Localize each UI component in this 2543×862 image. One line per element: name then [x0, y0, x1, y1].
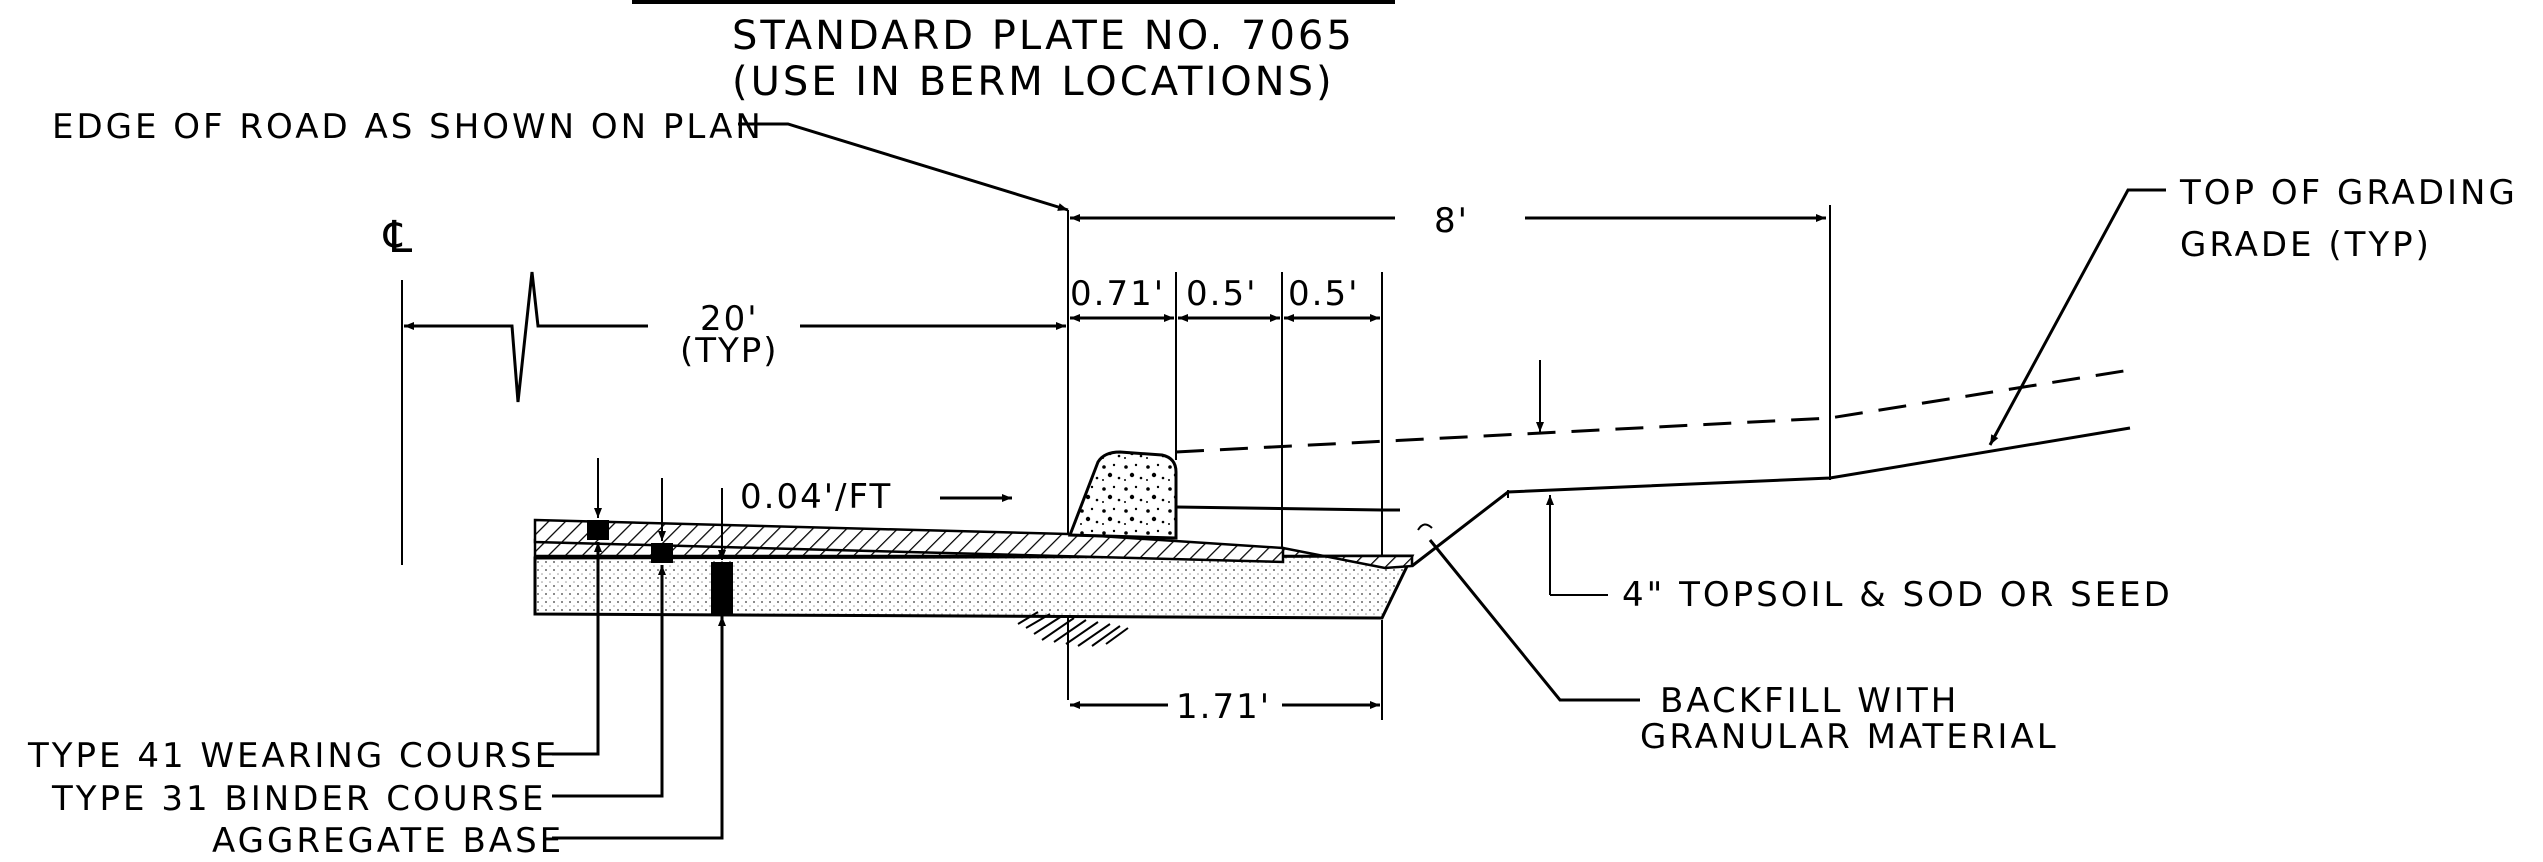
top-of-grading-dashed — [1175, 368, 2131, 454]
aggregate-base-leader — [552, 616, 726, 840]
plate-subtitle: (USE IN BERM LOCATIONS) — [732, 59, 1335, 105]
edge-of-road-label: EDGE OF ROAD AS SHOWN ON PLAN — [52, 107, 764, 147]
dim-05a-label: 0.5' — [1186, 274, 1257, 314]
binder-course-label: TYPE 31 BINDER COURSE — [51, 779, 546, 819]
curb-section — [1067, 450, 1178, 540]
subgrade-hatch — [1017, 611, 1129, 647]
aggregate-base-layer — [533, 554, 1415, 620]
backfill-line — [1175, 505, 1400, 512]
edge-of-road-leader — [738, 122, 1069, 212]
dim-20-typ-label: (TYP) — [680, 331, 779, 371]
plate-title: STANDARD PLATE NO. 7065 — [732, 13, 1355, 59]
backfill-label: BACKFILL WITH — [1660, 681, 1959, 721]
top-of-grading-label: TOP OF GRADING — [2179, 173, 2518, 213]
backfill-label-2: GRANULAR MATERIAL — [1640, 717, 2059, 757]
aggregate-base-label: AGGREGATE BASE — [212, 821, 564, 861]
ground-slope-line — [1411, 426, 2131, 568]
wearing-course-label: TYPE 41 WEARING COURSE — [27, 736, 559, 776]
wearing-course-leader — [552, 542, 602, 756]
backfill-leader — [1428, 539, 1640, 702]
dim-071-label: 0.71' — [1070, 274, 1165, 314]
dim-05b-label: 0.5' — [1288, 274, 1359, 314]
dim-20-break-symbol — [502, 271, 540, 403]
backfill-tick — [1417, 523, 1433, 531]
top-of-grading-label-2: GRADE (TYP) — [2180, 225, 2432, 265]
aggregate-base-marker — [711, 562, 733, 614]
slope-label: 0.04'/FT — [740, 477, 892, 517]
dim-8-label: 8' — [1434, 201, 1469, 241]
topsoil-label: 4" TOPSOIL & SOD OR SEED — [1622, 575, 2173, 615]
binder-course-marker — [651, 543, 673, 563]
wearing-course-marker — [587, 520, 609, 540]
dim-171-label: 1.71' — [1176, 687, 1271, 727]
top-of-grading-leader — [1988, 188, 2166, 446]
binder-course-leader — [552, 565, 666, 798]
centerline-symbol: ℄ — [383, 212, 413, 263]
dim-20-label: 20' — [700, 299, 759, 339]
